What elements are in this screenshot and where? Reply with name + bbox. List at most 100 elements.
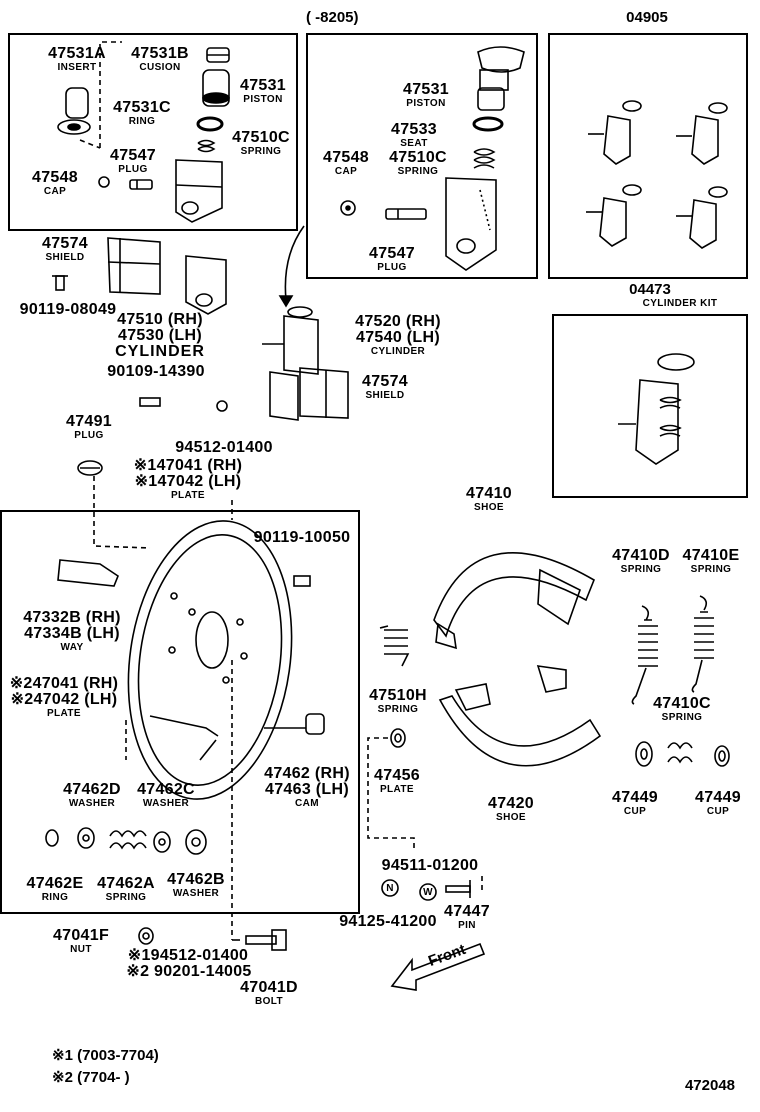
n-mark-circle: [381, 879, 399, 897]
part-name: RING: [41, 892, 69, 903]
part-number: 47449: [695, 789, 741, 806]
part-name: SPRING: [397, 166, 439, 177]
part-name: PLUG: [74, 430, 104, 441]
part-name: RING: [128, 116, 156, 127]
part-name: CAP: [43, 186, 67, 197]
insert-dashed-bracket: [99, 41, 122, 148]
washer-94512-top: [216, 400, 228, 412]
note-1: ※1 (7003-7704): [52, 1047, 159, 1064]
part-name: WASHER: [142, 798, 190, 809]
part-number: 47510C: [389, 149, 447, 166]
part-name: CAM: [295, 798, 319, 809]
cylinder-kit-box: [552, 314, 748, 498]
label-90119-10050: 90119-10050: [246, 530, 358, 546]
cushion-part: [206, 47, 230, 63]
shield-part-left: [107, 237, 161, 295]
box-header-right: 04905: [626, 9, 668, 26]
part-number: 90119-08049: [19, 301, 117, 318]
label-290201: ※2 90201-14005: [118, 964, 260, 980]
pin-47447: [445, 880, 471, 898]
label-94125-41200: 94125-41200: [334, 914, 442, 930]
cup-47449-left: [635, 741, 653, 767]
cylinder-kit-part: [618, 353, 695, 465]
part-name: PISTON: [406, 98, 446, 109]
part-number: 47462B: [167, 871, 225, 888]
part-name: SPRING: [105, 892, 147, 903]
part-name: SHIELD: [365, 390, 405, 401]
cup-47449-right: [714, 745, 730, 767]
part-number-lh: ※247042 (LH): [10, 691, 118, 708]
ring-part: [196, 116, 224, 132]
part-name: PLATE: [46, 708, 82, 719]
part-number: 47449: [612, 789, 658, 806]
part-number-lh: 47530 (LH): [118, 327, 202, 344]
label-94512-01400-top: 94512-01400: [168, 440, 280, 456]
front-arrow: [390, 942, 486, 991]
leader-arrow: [284, 225, 305, 301]
spring-47410E: [691, 595, 714, 693]
part-number-lh: 47463 (LH): [265, 781, 349, 798]
part-name: WAY: [60, 642, 84, 653]
part-number-lh: 47540 (LH): [356, 329, 440, 346]
part-number: 47462D: [63, 781, 121, 798]
washer-47462D: [77, 827, 95, 849]
exploded-cylinder-box-middle: [306, 33, 538, 279]
n-mark: N: [386, 883, 394, 894]
washer-47462B: [185, 829, 207, 855]
part-number: 94512-01400: [175, 439, 273, 456]
part-number: 47531B: [131, 45, 189, 62]
way-part: [57, 559, 119, 587]
wheel-cylinder-rh: [185, 255, 227, 315]
part-number: 47041F: [52, 927, 110, 944]
seat-part: [472, 116, 504, 132]
part-number: 47531: [403, 81, 449, 98]
part-number: 47510C: [232, 129, 290, 146]
spring-part-middle: [473, 148, 496, 169]
part-number-rh: 47510 (RH): [117, 311, 203, 328]
part-number: ※2 90201-14005: [126, 963, 252, 980]
label-247041: ※247041 (RH) ※247042 (LH) PLATE: [6, 676, 122, 719]
spring-47462A: [109, 830, 147, 850]
label-90119-08049: 90119-08049: [14, 302, 122, 318]
part-number-rh: ※147041 (RH): [133, 457, 243, 474]
label-94511-01200: 94511-01200: [374, 858, 486, 874]
cam-part: [264, 713, 325, 735]
part-number: 47462C: [137, 781, 195, 798]
part-name: CAP: [334, 166, 358, 177]
part-number-lh: 47334B (LH): [24, 625, 120, 642]
part-name: SHOE: [474, 502, 504, 513]
part-name: SPRING: [240, 146, 282, 157]
label-194512: ※194512-01400: [120, 948, 256, 964]
part-number: 47574: [42, 235, 88, 252]
part-number: 47531A: [48, 45, 106, 62]
label-47462: 47462 (RH) 47463 (LH) CAM: [262, 766, 352, 809]
part-number: 47462E: [26, 875, 84, 892]
wheel-cylinder-middle: [445, 177, 497, 271]
wheel-cylinder-left: [175, 159, 223, 223]
small-cylinder-2: [676, 102, 728, 165]
part-name: BOLT: [254, 996, 284, 1007]
wheel-cylinder-center: [262, 306, 319, 375]
shield-part-right: [269, 367, 349, 421]
part-name: PLATE: [379, 784, 415, 795]
part-number: 47410E: [682, 547, 740, 564]
part-number: 47548: [32, 169, 78, 186]
figure-number: 472048: [684, 1077, 736, 1094]
label-90109-14390: 90109-14390: [100, 364, 212, 380]
bolt-90119-10050: [293, 575, 311, 587]
bolt-90119-08049: [52, 275, 68, 291]
part-name: NUT: [70, 944, 92, 955]
